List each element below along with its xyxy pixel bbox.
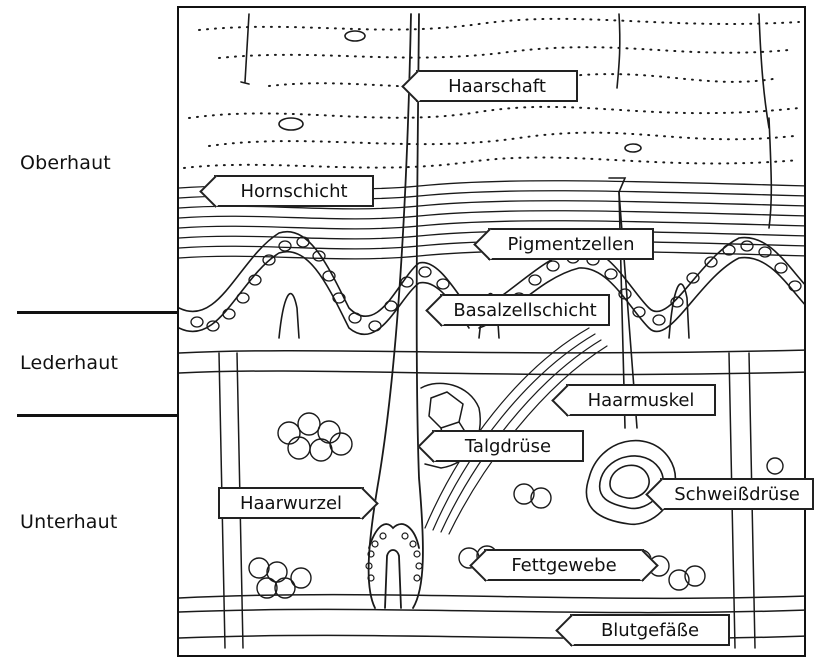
callout-haarwurzel: Haarwurzel: [218, 487, 364, 519]
surface-hair-1: [241, 14, 249, 84]
surface-flake-1: [345, 31, 365, 41]
callout-talgdruese: Talgdrüse: [432, 430, 584, 462]
layer-label-unterhaut: Unterhaut: [20, 511, 118, 533]
callout-fettgewebe: Fettgewebe: [484, 549, 644, 581]
callout-pigmentzellen: Pigmentzellen: [488, 228, 654, 260]
callout-schweissdruese: Schweißdrüse: [660, 478, 814, 510]
callout-blutgefaesse: Blutgefäße: [570, 614, 730, 646]
surface-hair-2: [617, 14, 620, 88]
callout-haarmuskel: Haarmuskel: [566, 384, 716, 416]
divider-lederhaut-unterhaut: [17, 414, 178, 417]
callout-haarschaft: Haarschaft: [416, 70, 578, 102]
surface-flake-2: [279, 118, 303, 130]
papilla-1: [279, 294, 299, 338]
layer-label-oberhaut: Oberhaut: [20, 152, 111, 174]
callout-hornschicht: Hornschicht: [214, 175, 374, 207]
layer-label-lederhaut: Lederhaut: [20, 352, 118, 374]
divider-oberhaut-lederhaut: [17, 311, 178, 314]
callout-basalzellschicht: Basalzellschicht: [440, 294, 610, 326]
papilla-3: [669, 284, 689, 338]
surface-hair-3: [769, 118, 771, 228]
surface-flake-3: [625, 144, 641, 152]
